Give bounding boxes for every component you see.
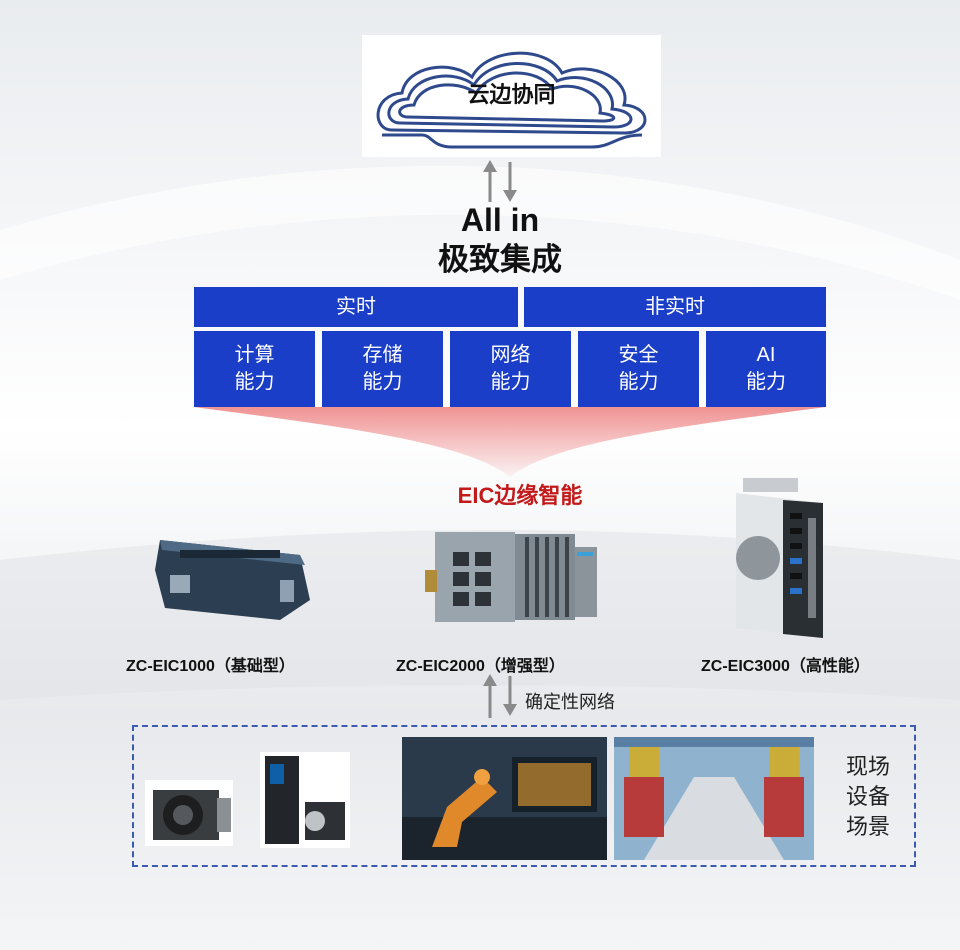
device-eic2000-image [425,532,597,622]
field-scene-box [132,725,916,867]
capability-compute: 计算 能力 [194,331,315,407]
capability-security: 安全 能力 [578,331,699,407]
capability-network: 网络 能力 [450,331,571,407]
eic-title: EIC边缘智能 [457,483,583,508]
network-label: 确定性网络 [525,692,615,712]
servo-drive-image [260,752,350,848]
cloud-icon [376,51,647,149]
device-eic2000-name: ZC-EIC2000（增强型） [396,658,565,675]
camera-image [145,780,233,846]
convergence-glow [194,407,826,477]
device-eic1000-image [155,540,310,620]
network-arrows [483,674,517,718]
cloud-label: 云边协同 [467,82,556,107]
cloud-sync-arrows [483,160,517,202]
realtime-bar: 实时 [194,287,518,327]
device-eic1000-name: ZC-EIC1000（基础型） [126,658,295,675]
integration-heading: All in 极致集成 [380,200,620,280]
robot-arm-scene-image [402,737,607,860]
integration-title: All in [460,202,540,238]
field-scene-label: 现场 设备 场景 [845,754,890,839]
capability-storage: 存储 能力 [322,331,443,407]
capability-ai: AI 能力 [706,331,826,407]
device-eic3000-image [736,478,823,638]
non-realtime-bar: 非实时 [524,287,826,327]
device-eic3000-name: ZC-EIC3000（高性能） [701,658,870,675]
integration-subtitle: 极致集成 [438,242,562,277]
factory-floor-scene-image [614,737,814,860]
cloud-collaboration-box: 云边协同 [362,35,661,157]
